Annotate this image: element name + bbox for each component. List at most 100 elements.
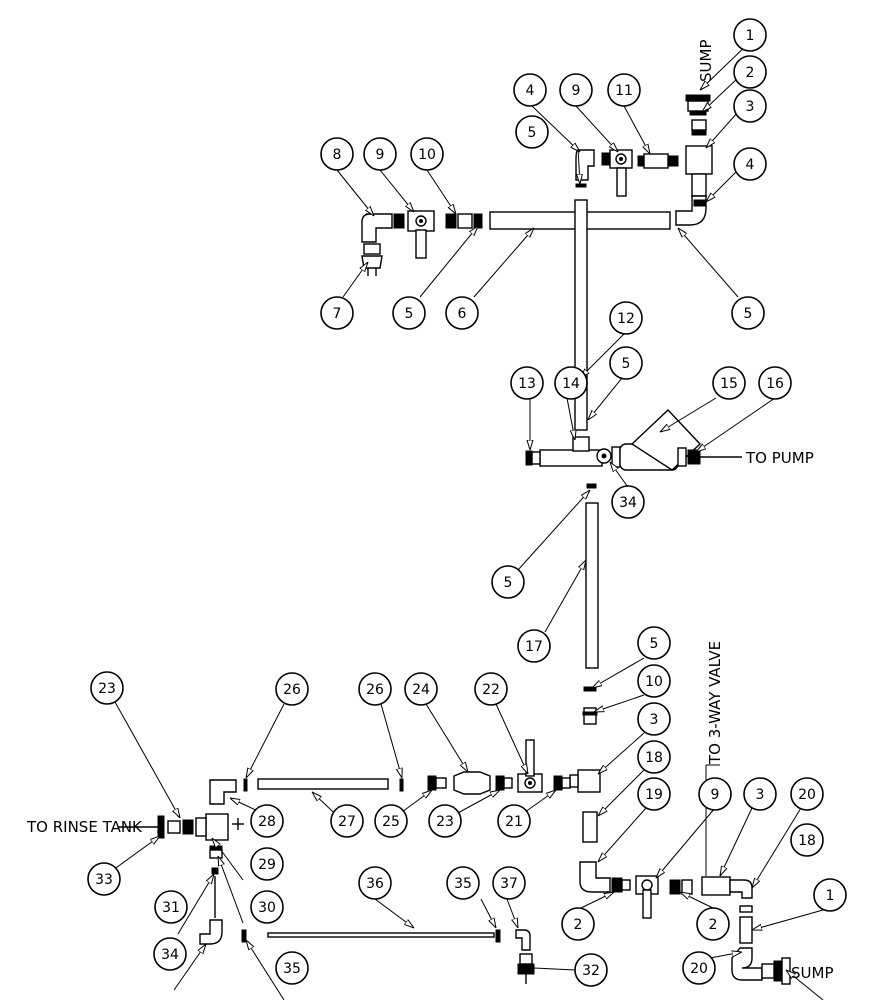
svg-text:5: 5 [622, 356, 631, 372]
svg-text:20: 20 [690, 961, 708, 977]
annotations: SUMP SUMP TO PUMP TO 3-WAY VALVE TO RINS… [26, 40, 834, 983]
balloon-26-right: 26 [358, 672, 392, 706]
pipe-17 [585, 502, 599, 669]
balloon-19: 19 [637, 777, 671, 811]
balloon-20-bottom: 20 [682, 951, 716, 985]
balloon-5-left: 5 [392, 296, 426, 330]
balloon-20-top: 20 [790, 777, 824, 811]
svg-text:4: 4 [746, 157, 755, 173]
svg-text:2: 2 [574, 917, 583, 933]
svg-text:36: 36 [366, 876, 384, 892]
balloon-5-upper: 5 [515, 115, 549, 149]
balloon-36: 36 [358, 866, 392, 900]
balloon-9-lower: 9 [698, 777, 732, 811]
svg-text:29: 29 [258, 857, 276, 873]
balloon-27: 27 [330, 804, 364, 838]
tee-14 [539, 449, 603, 467]
svg-text:19: 19 [645, 787, 663, 803]
svg-text:28: 28 [258, 814, 276, 830]
svg-text:37: 37 [500, 876, 518, 892]
svg-text:5: 5 [405, 306, 414, 322]
svg-text:14: 14 [562, 376, 580, 392]
sump-label-top: SUMP [697, 40, 715, 83]
svg-text:9: 9 [376, 147, 385, 163]
svg-text:5: 5 [650, 636, 659, 652]
svg-text:34: 34 [161, 947, 179, 963]
svg-text:8: 8 [333, 147, 342, 163]
svg-text:13: 13 [518, 376, 536, 392]
svg-text:4: 4 [526, 83, 535, 99]
svg-text:26: 26 [366, 682, 384, 698]
balloon-34-upper: 34 [611, 485, 645, 519]
balloon-2-top: 2 [733, 55, 767, 89]
svg-text:11: 11 [615, 83, 633, 99]
to-rinse-tank-label: TO RINSE TANK [26, 818, 143, 836]
balloon-37: 37 [492, 866, 526, 900]
balloon-16: 16 [758, 366, 792, 400]
svg-text:25: 25 [382, 814, 400, 830]
balloon-21: 21 [497, 804, 531, 838]
balloon-1-top: 1 [733, 18, 767, 52]
balloon-7: 7 [320, 296, 354, 330]
balloon-4-right: 4 [733, 147, 767, 181]
balloon-3-lower: 3 [637, 702, 671, 736]
balloon-35-right: 35 [446, 866, 480, 900]
svg-text:35: 35 [283, 961, 301, 977]
svg-text:23: 23 [98, 681, 116, 697]
balloon-35-left: 35 [275, 951, 309, 985]
svg-text:2: 2 [709, 917, 718, 933]
pipe-27 [257, 778, 389, 790]
balloon-11: 11 [607, 73, 641, 107]
svg-text:2: 2 [746, 65, 755, 81]
svg-text:33: 33 [95, 872, 113, 888]
balloon-9-upper: 9 [559, 73, 593, 107]
balloon-6: 6 [445, 296, 479, 330]
balloon-34-lower: 34 [153, 937, 187, 971]
to-3way-valve-label: TO 3-WAY VALVE [706, 641, 724, 765]
balloon-1-bottom: 1 [813, 878, 847, 912]
balloon-13: 13 [510, 366, 544, 400]
svg-text:3: 3 [650, 712, 659, 728]
svg-text:1: 1 [746, 28, 755, 44]
svg-text:34: 34 [619, 495, 637, 511]
balloon-10-left: 10 [410, 137, 444, 171]
balloon-29: 29 [250, 847, 284, 881]
svg-text:27: 27 [338, 814, 356, 830]
svg-text:21: 21 [505, 814, 523, 830]
svg-text:9: 9 [572, 83, 581, 99]
balloon-23-mid: 23 [428, 804, 462, 838]
svg-text:6: 6 [458, 306, 467, 322]
svg-text:18: 18 [645, 750, 663, 766]
balloon-2-lower-right: 2 [696, 907, 730, 941]
svg-text:5: 5 [504, 575, 513, 591]
svg-text:18: 18 [798, 833, 816, 849]
svg-text:23: 23 [436, 814, 454, 830]
piping [118, 94, 791, 985]
balloon-4-upper: 4 [513, 73, 547, 107]
balloon-30: 30 [250, 890, 284, 924]
balloon-22: 22 [474, 672, 508, 706]
svg-text:32: 32 [582, 963, 600, 979]
balloon-8: 8 [320, 137, 354, 171]
pipe-36 [267, 932, 495, 938]
balloon-33: 33 [87, 862, 121, 896]
svg-text:3: 3 [756, 787, 765, 803]
balloon-26-left: 26 [275, 672, 309, 706]
balloon-18-left: 18 [637, 740, 671, 774]
svg-text:12: 12 [617, 311, 635, 327]
svg-text:16: 16 [766, 376, 784, 392]
sump-label-bottom: SUMP [791, 964, 834, 982]
tee-3-lower [577, 769, 601, 793]
balloon-3-right: 3 [743, 777, 777, 811]
balloon-12: 12 [609, 301, 643, 335]
leaders [112, 41, 824, 1000]
svg-text:26: 26 [283, 682, 301, 698]
balloon-9-left: 9 [363, 137, 397, 171]
balloon-2-lower-left: 2 [561, 907, 595, 941]
to-pump-label: TO PUMP [745, 449, 814, 467]
svg-text:7: 7 [333, 306, 342, 322]
svg-text:30: 30 [258, 900, 276, 916]
svg-text:10: 10 [645, 674, 663, 690]
svg-text:1: 1 [826, 888, 835, 904]
